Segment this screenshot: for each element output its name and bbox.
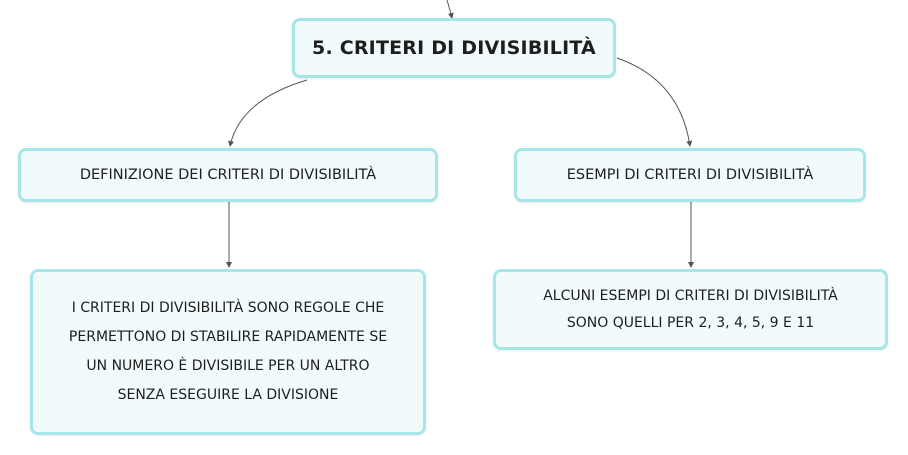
examples-text-line: ALCUNI ESEMPI DI CRITERI DI DIVISIBILITÀ (543, 287, 838, 304)
definition-text-line: SENZA ESEGUIRE LA DIVISIONE (117, 387, 339, 403)
root-node[interactable]: 5. CRITERI DI DIVISIBILITÀ (292, 18, 616, 78)
examples-text-node[interactable]: ALCUNI ESEMPI DI CRITERI DI DIVISIBILITÀ… (493, 269, 888, 350)
examples-text-line: SONO QUELLI PER 2, 3, 4, 5, 9 E 11 (566, 314, 815, 331)
definition-node[interactable]: DEFINIZIONE DEI CRITERI DI DIVISIBILITÀ (18, 148, 438, 202)
definition-text-line: PERMETTONO DI STABILIRE RAPIDAMENTE SE (68, 329, 388, 345)
examples-node[interactable]: ESEMPI DI CRITERI DI DIVISIBILITÀ (514, 148, 866, 202)
root-node-label: 5. CRITERI DI DIVISIBILITÀ (312, 37, 596, 59)
definition-text-line: UN NUMERO È DIVISIBILE PER UN ALTRO (86, 358, 370, 374)
definition-text-node[interactable]: I CRITERI DI DIVISIBILITÀ SONO REGOLE CH… (30, 269, 426, 435)
connector-root-to-examples (616, 57, 693, 147)
definition-text: I CRITERI DI DIVISIBILITÀ SONO REGOLE CH… (69, 294, 387, 410)
incoming-connector (446, 0, 454, 19)
connector-root-to-definition (228, 79, 308, 147)
examples-text: ALCUNI ESEMPI DI CRITERI DI DIVISIBILITÀ… (543, 283, 838, 337)
examples-node-label: ESEMPI DI CRITERI DI DIVISIBILITÀ (566, 167, 814, 183)
definition-node-label: DEFINIZIONE DEI CRITERI DI DIVISIBILITÀ (79, 167, 377, 183)
definition-text-line: I CRITERI DI DIVISIBILITÀ SONO REGOLE CH… (71, 300, 385, 316)
